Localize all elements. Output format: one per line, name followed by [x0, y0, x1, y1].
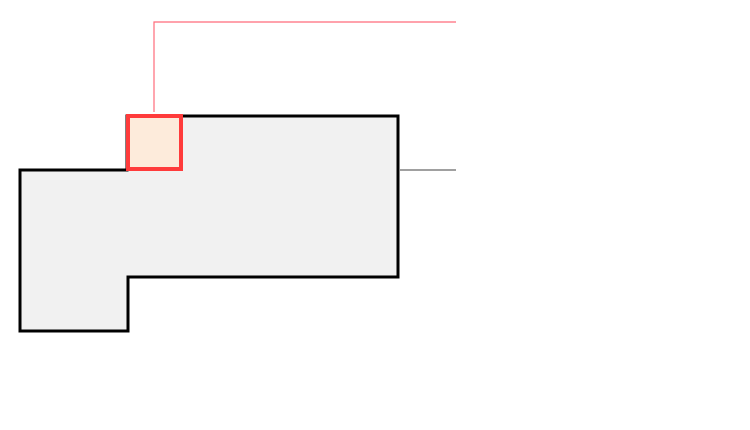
highlighted-region[interactable]	[126, 114, 183, 171]
floor-plan-outline	[18, 114, 400, 333]
callout-leader-line	[153, 21, 456, 112]
